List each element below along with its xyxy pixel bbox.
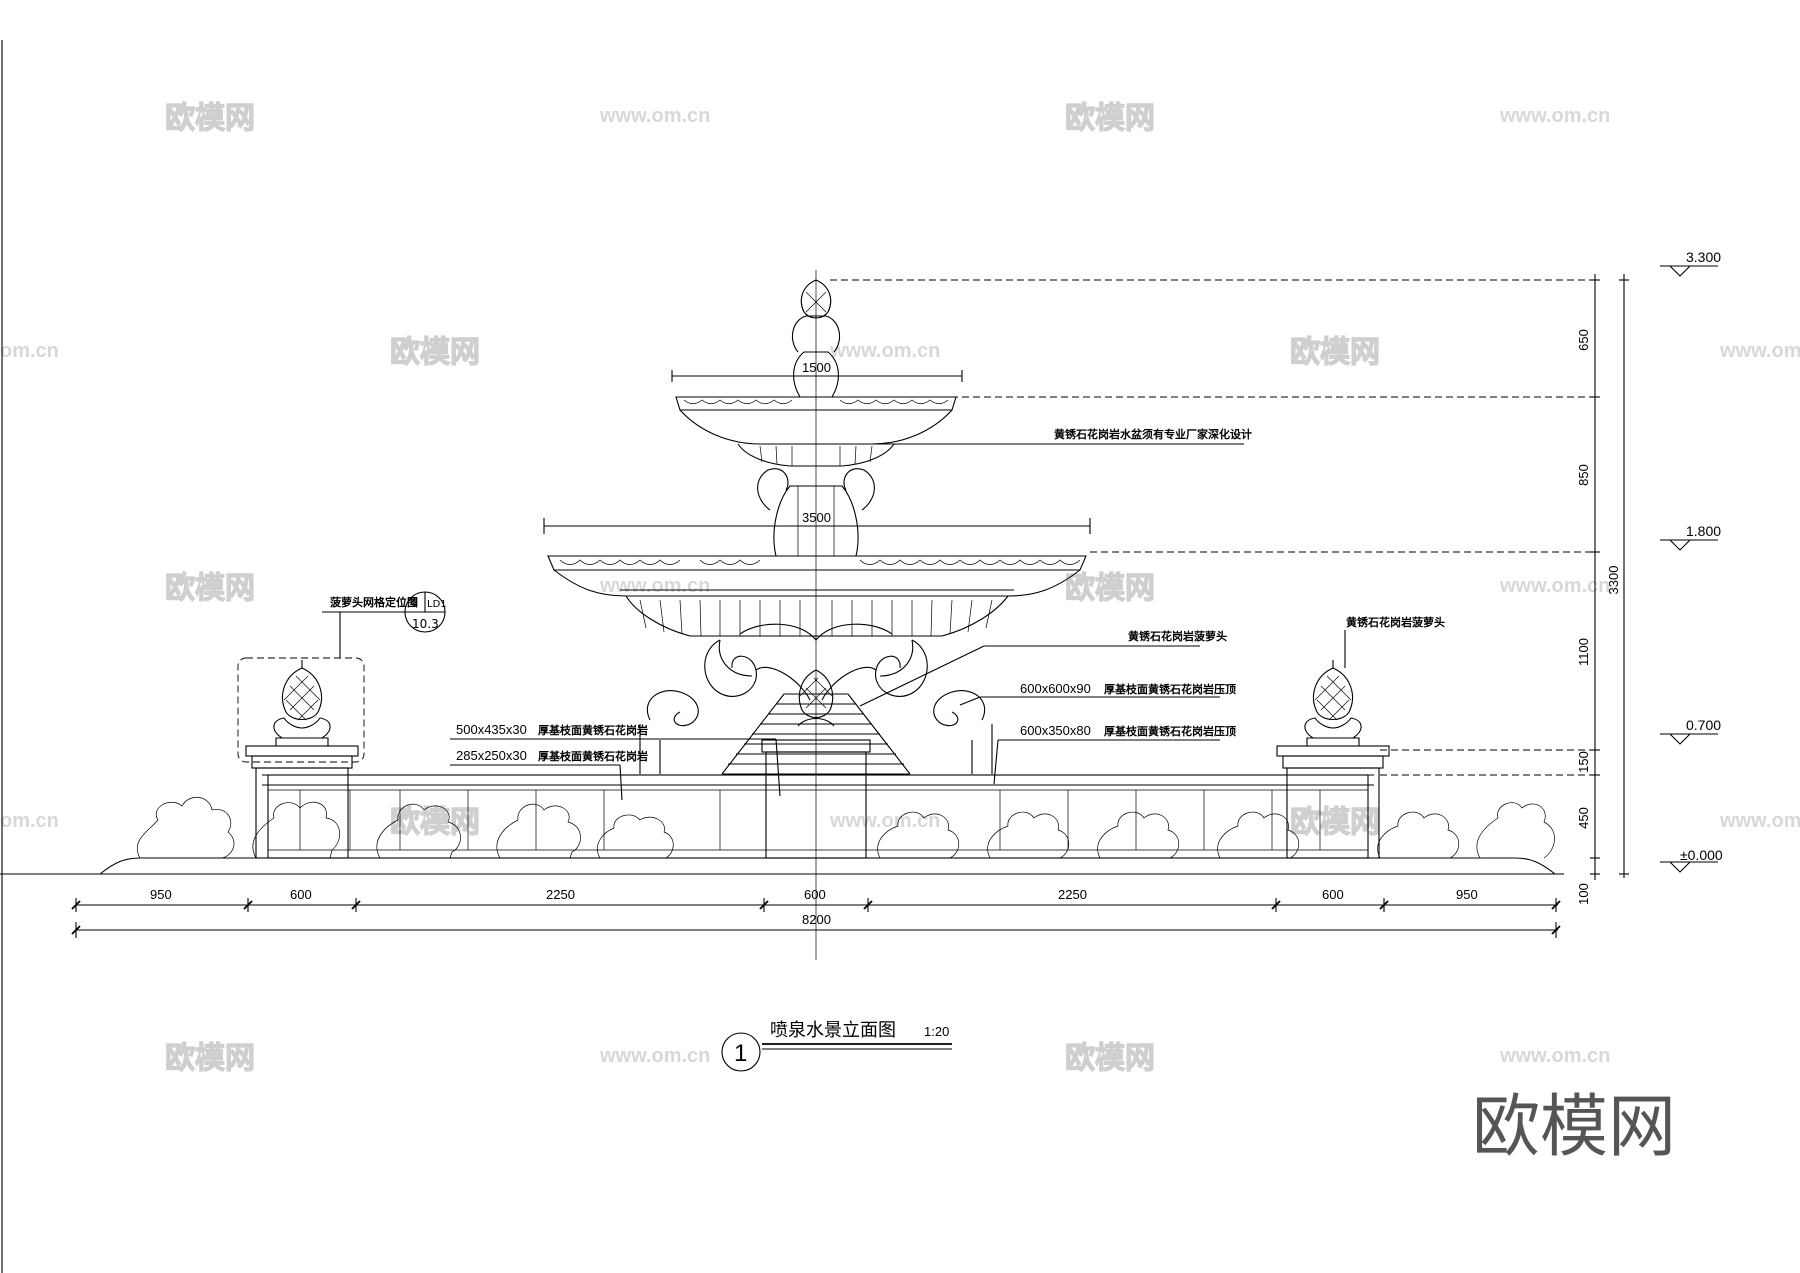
- callout-pineapple-right: 黄锈石花岗岩菠萝头: [1346, 615, 1445, 629]
- watermark-url: www.om.cn: [829, 810, 940, 832]
- right-pier: [1276, 660, 1390, 859]
- elev-0000: ±0.000: [1680, 847, 1723, 863]
- vdim-1100: 1100: [1576, 638, 1591, 666]
- watermark-brand: 欧模网: [1065, 1041, 1155, 1076]
- watermark-brand: 欧模网: [1290, 805, 1380, 840]
- drawing-number: 1: [734, 1040, 747, 1067]
- elev-1800: 1.800: [1686, 523, 1721, 539]
- callout-bowl-note: 黄锈石花岗岩水盆须有专业厂家深化设计: [1054, 427, 1252, 441]
- vdim-450: 450: [1576, 807, 1591, 829]
- lower-bowl: [547, 555, 1087, 637]
- callout-coping1-size: 500x435x30: [456, 722, 527, 737]
- bowl-dims: 1500 3500: [543, 360, 1091, 534]
- pool-wall: [262, 774, 1374, 859]
- callout-pineapple-ref: 菠萝头网格定位图: [330, 595, 418, 609]
- middle-stem: [757, 468, 875, 557]
- watermark-brand: 欧模网: [390, 335, 480, 370]
- watermark-brand: 欧模网: [165, 1041, 255, 1076]
- watermark-url: www.om.cn: [599, 575, 710, 597]
- elevation-leaders: [830, 279, 1595, 776]
- callout-coping1-desc: 厚基枝面黄锈石花岗岩: [538, 723, 648, 737]
- watermark-url: www.om.cn: [1719, 340, 1800, 362]
- vdim-total: 3300: [1606, 566, 1621, 595]
- hdim-600-left: 600: [290, 887, 312, 902]
- hdim-600-center: 600: [804, 887, 826, 902]
- elevation-markers: 3.300 1.800 0.700 ±0.000: [1660, 249, 1723, 873]
- watermark-brand: 欧模网: [1065, 571, 1155, 606]
- vdim-650: 650: [1576, 329, 1591, 351]
- detail-callout-box: [237, 657, 365, 763]
- watermark-url: www.om.cn: [1719, 810, 1800, 832]
- vdim-100: 100: [1576, 883, 1591, 905]
- center-pedestal: [721, 669, 911, 859]
- callouts: 黄锈石花岗岩水盆须有专业厂家深化设计 黄锈石花岗岩菠萝头 600x600x90 …: [322, 427, 1445, 801]
- hdim-2250-right: 2250: [1058, 887, 1087, 902]
- hdim-950-left: 950: [150, 887, 172, 902]
- watermark-brand: 欧模网: [1290, 335, 1380, 370]
- vdim-850: 850: [1576, 464, 1591, 486]
- watermark-brand: 欧模网: [165, 571, 255, 606]
- horizontal-dim-chain: 950 600 2250 600 2250 600 950 8200: [71, 887, 1561, 938]
- drawing-number-circle: [721, 1032, 761, 1072]
- hdim-total: 8200: [802, 912, 831, 927]
- watermark-url: www.om.cn: [1499, 105, 1610, 127]
- left-pier: [245, 660, 359, 859]
- watermark-url: www.om.cn: [829, 340, 940, 362]
- callout-pineapple-center: 黄锈石花岗岩菠萝头: [1128, 629, 1227, 643]
- callout-cap2-size: 600x350x80: [1020, 723, 1091, 738]
- detail-ref-sheet: LD1: [427, 599, 447, 610]
- callout-coping2-desc: 厚基枝面黄锈石花岗岩: [538, 749, 648, 763]
- scroll-sculpture: [639, 623, 993, 774]
- top-finial: [791, 279, 841, 398]
- watermark-brand: 欧模网: [1065, 101, 1155, 136]
- watermark-url: www.om.cn: [1499, 1045, 1610, 1067]
- vertical-dim-chain: 650 850 1100 150 450 100 3300: [1576, 274, 1629, 905]
- vdim-150: 150: [1576, 751, 1591, 773]
- watermark-layer: 欧模网 www.om.cn 欧模网 www.om.cn om.cn 欧模网 ww…: [0, 100, 1800, 1167]
- watermark-url: www.om.cn: [1499, 575, 1610, 597]
- lower-bowl-dim: 3500: [802, 510, 831, 525]
- watermark-url: www.om.cn: [599, 1045, 710, 1067]
- watermark-brand: 欧模网: [390, 805, 480, 840]
- callout-cap1-size: 600x600x90: [1020, 681, 1091, 696]
- detail-ref-page: 10.3: [412, 617, 439, 631]
- watermark-url: www.om.cn: [599, 105, 710, 127]
- watermark-brand: 欧模网: [165, 101, 255, 136]
- soil-mound: [99, 857, 1556, 875]
- elev-3300: 3.300: [1686, 249, 1721, 265]
- hdim-950-right: 950: [1456, 887, 1478, 902]
- hdim-2250-left: 2250: [546, 887, 575, 902]
- detail-ref-num: 4: [410, 596, 418, 610]
- watermark-url: om.cn: [0, 340, 59, 362]
- drawing-title: 喷泉水景立面图: [770, 1020, 896, 1041]
- callout-cap1-desc: 厚基枝面黄锈石花岗岩压顶: [1104, 682, 1236, 696]
- callout-cap2-desc: 厚基枝面黄锈石花岗岩压顶: [1104, 724, 1236, 738]
- drawing-title-block: 1 喷泉水景立面图 1:20: [721, 1020, 952, 1072]
- drawing-scale: 1:20: [924, 1024, 949, 1039]
- elev-0700: 0.700: [1686, 717, 1721, 733]
- watermark-big: 欧模网: [1472, 1088, 1676, 1167]
- upper-bowl-dim: 1500: [802, 360, 831, 375]
- callout-coping2-size: 285x250x30: [456, 748, 527, 763]
- watermark-url: om.cn: [0, 810, 59, 832]
- hdim-600-right: 600: [1322, 887, 1344, 902]
